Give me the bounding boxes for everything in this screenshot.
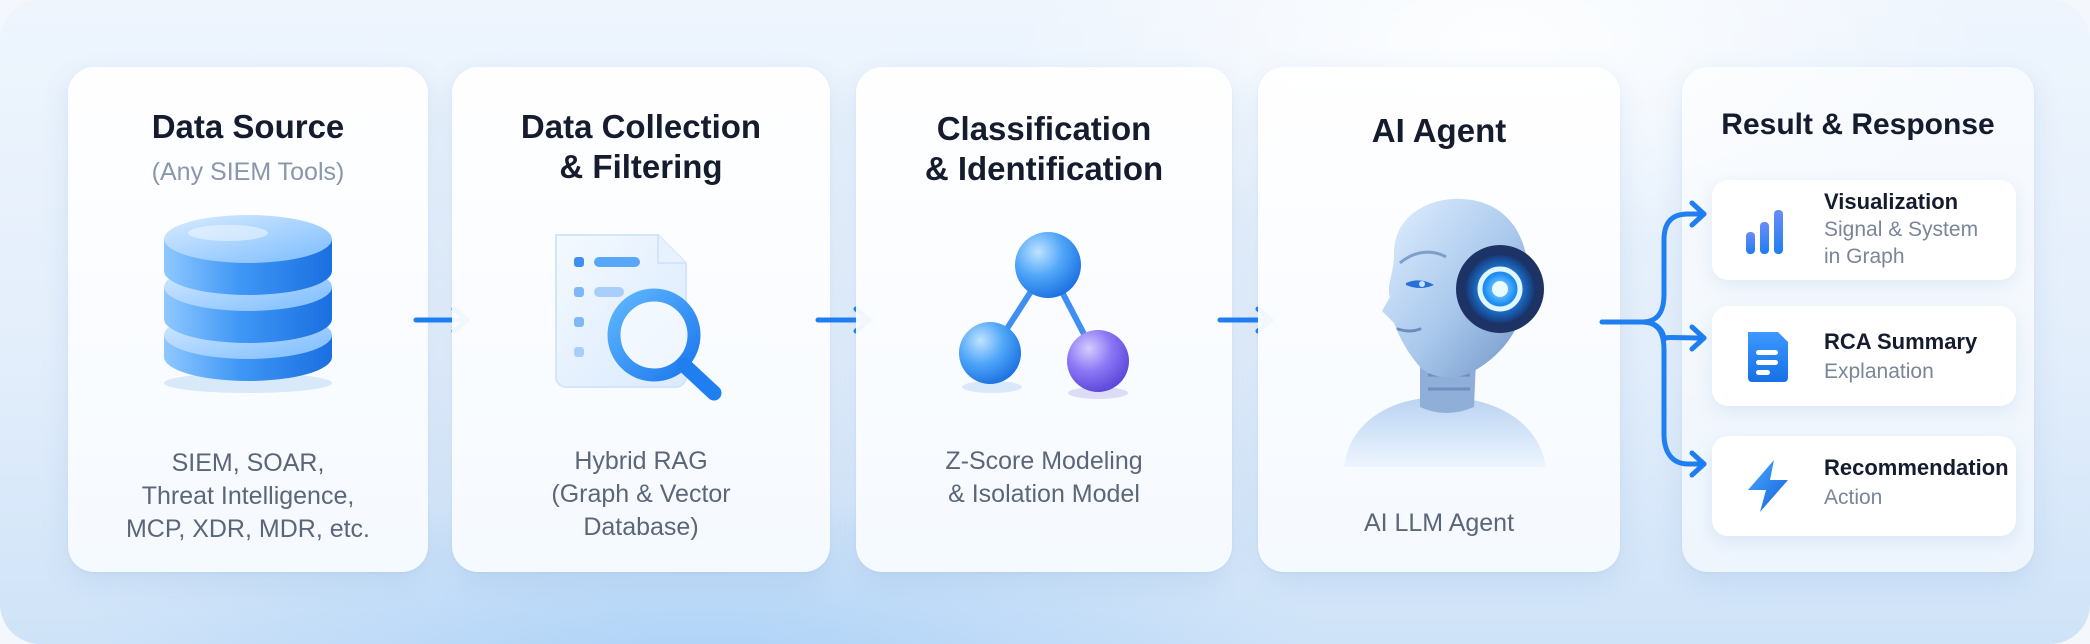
- stage-description: AI LLM Agent: [1363, 509, 1515, 537]
- stage-subtitle: (Any SIEM Tools): [151, 158, 345, 186]
- result-item-title: RCA Summary: [1824, 329, 1978, 354]
- stage-description: Hybrid RAG (Graph & Vector Database): [551, 447, 731, 541]
- ai-robot-icon: [1344, 198, 1546, 467]
- document-icon: [1748, 332, 1788, 382]
- bar-chart-icon: [1746, 210, 1783, 254]
- stage-card-data-collection: Data Collection & Filtering: [452, 67, 830, 572]
- stage-title-line-1: Classification: [936, 110, 1152, 147]
- result-item-subtitle: Action: [1824, 486, 1883, 509]
- result-item-recommendation: Recommendation Action: [1712, 436, 2016, 536]
- node-graph-icon: [959, 232, 1129, 399]
- stage-description: SIEM, SOAR, Threat Intelligence, MCP, XD…: [125, 449, 371, 543]
- stage-title: AI Agent: [1371, 112, 1507, 149]
- stage-title-line-2: & Identification: [924, 150, 1164, 187]
- stage-title: Data Source: [151, 108, 345, 145]
- stage-card-classification: Classification & Identification: [856, 67, 1232, 572]
- stage-description: Z-Score Modeling & Isolation Model: [945, 447, 1143, 508]
- lightning-icon: [1748, 460, 1788, 512]
- stage-card-data-source: Data Source (Any SIEM Tools): [68, 67, 428, 572]
- branch-connector: [1599, 200, 1707, 478]
- result-item-title: Recommendation: [1824, 455, 2009, 480]
- result-item-title: Visualization: [1824, 189, 1959, 214]
- result-item-rca-summary: RCA Summary Explanation: [1712, 306, 2016, 406]
- stage-title-line-1: Data Collection: [520, 108, 762, 145]
- result-title: Result & Response: [1721, 108, 1995, 141]
- database-icon: [164, 215, 332, 393]
- result-item-subtitle: Signal & System in Graph: [1824, 218, 1979, 268]
- stage-card-ai-agent: AI Agent: [1258, 67, 1620, 572]
- document-search-icon: [555, 234, 722, 401]
- stage-title-line-2: & Filtering: [559, 148, 723, 185]
- result-item-subtitle: Explanation: [1824, 360, 1934, 383]
- result-item-visualization: Visualization Signal & System in Graph: [1712, 180, 2016, 280]
